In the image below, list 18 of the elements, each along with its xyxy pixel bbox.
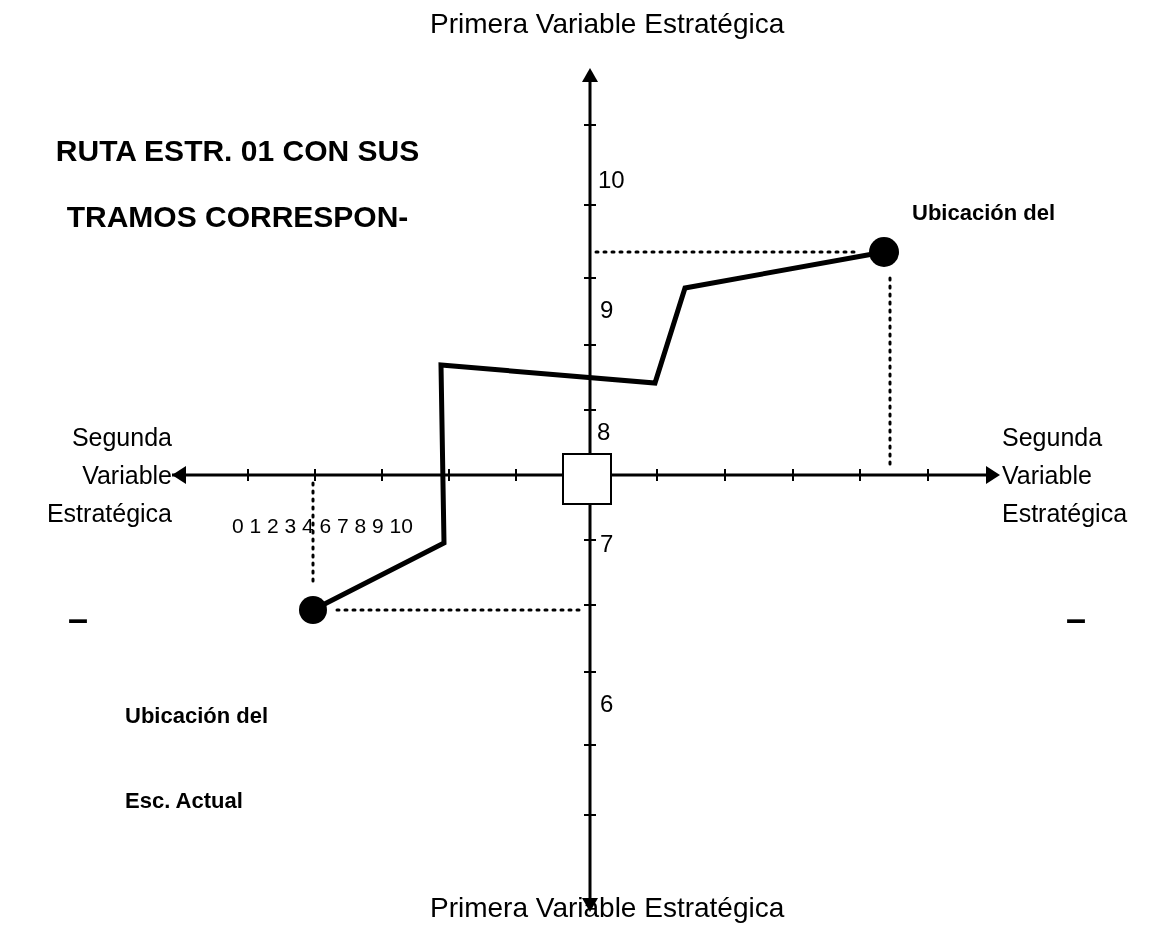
tick-label: 9 [600, 296, 614, 324]
dash-mark: – [68, 598, 89, 640]
tick-label: 8 [597, 418, 611, 446]
tick-label: 7 [600, 530, 614, 558]
location-label: Ubicación del [912, 200, 1056, 226]
route-line [323, 252, 871, 607]
location-label: Esc. Actual [125, 788, 243, 814]
axis-label: Segunda Variable Estratégica [1002, 422, 1129, 529]
location-dot [299, 596, 327, 624]
tick-label: 6 [600, 690, 614, 718]
title: RUTA ESTR. 01 CON SUS TRAMOS CORRESPON- [54, 133, 421, 235]
location-label: Ubicación del [125, 703, 269, 729]
dash-mark: – [1066, 598, 1087, 640]
tick-label: 10 [598, 166, 625, 194]
axis-label: Primera Variable Estratégica [430, 8, 785, 40]
location-dot [869, 237, 899, 267]
axis-label: Segunda Variable Estratégica [45, 422, 172, 529]
tick-numbers: 0 1 2 3 4 6 7 8 9 10 [232, 514, 413, 538]
